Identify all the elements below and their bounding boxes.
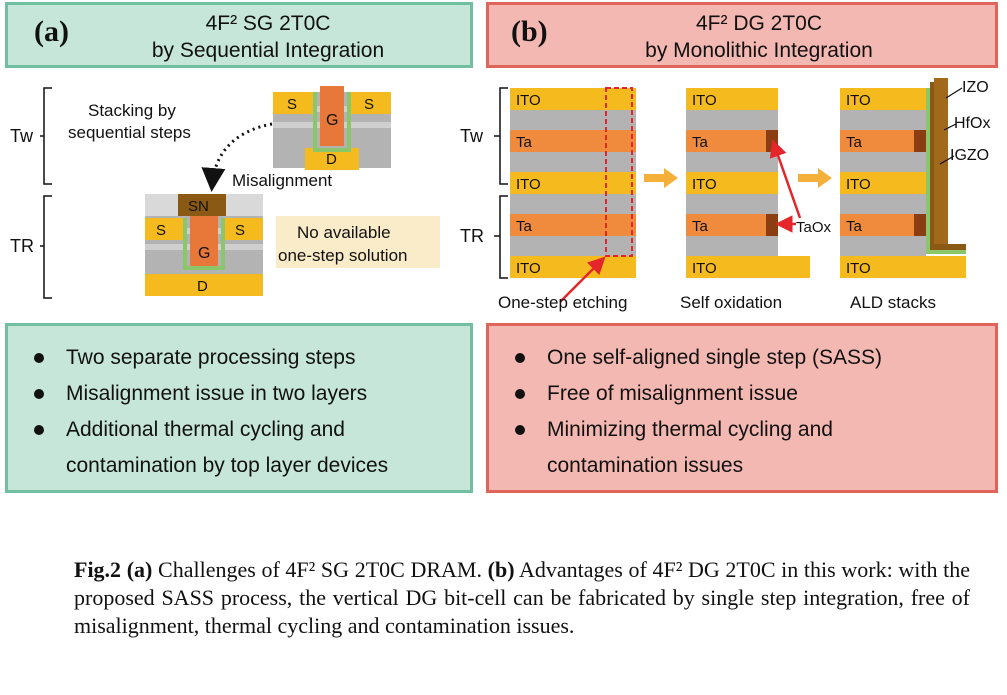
panel-a-bullet-3: Additional thermal cycling and (34, 412, 388, 448)
bullet-text: Two separate processing steps (66, 346, 356, 369)
stack-ald: ITO Ta ITO Ta ITO IZO HfOx IGZO (840, 78, 990, 278)
top-g: G (326, 112, 338, 129)
panel-b-label: (b) (511, 15, 548, 48)
panel-b-bullet-list: One self-aligned single step (SASS) Free… (515, 340, 882, 484)
bullet-text: One self-aligned single step (SASS) (547, 346, 883, 369)
process-diagram: Tw TR Stacking by sequential steps S S G… (10, 78, 990, 312)
panel-a-title: 4F² SG 2T0C by Sequential Integration (98, 10, 438, 64)
caption-text-b: Advantages of 4F² DG 2T0C in this work: … (74, 557, 970, 638)
no-solution-note (276, 216, 440, 268)
s3-ta-2: Ta (846, 218, 863, 235)
stack-one-step-etching: ITO Ta ITO Ta ITO (510, 87, 636, 303)
panel-b-title-line1: 4F² DG 2T0C (695, 12, 823, 35)
top-s-right: S (364, 96, 374, 113)
s1-ito-1: ITO (516, 92, 541, 109)
caption-text-a: Challenges of 4F² SG 2T0C DRAM. (152, 557, 488, 582)
bullet-dot (515, 425, 525, 435)
panel-b-bullet-1: One self-aligned single step (SASS) (515, 340, 882, 376)
caption-b-label: (b) (487, 557, 515, 582)
panel-a-bullet-2: Misalignment issue in two layers (34, 376, 388, 412)
bottom-sn: SN (188, 198, 209, 215)
figure-caption: Fig.2 (a) Challenges of 4F² SG 2T0C DRAM… (74, 556, 970, 640)
top-device: S S G D (273, 86, 391, 170)
s3-ito-3: ITO (846, 260, 871, 277)
s2-ito-2: ITO (692, 176, 717, 193)
panel-a-bullet-1: Two separate processing steps (34, 340, 388, 376)
s3-ito-1: ITO (846, 92, 871, 109)
bullet-dot (515, 353, 525, 363)
tr-bracket-b (494, 195, 508, 279)
s2-ito-3: ITO (692, 260, 717, 277)
s2-ta-1: Ta (692, 134, 709, 151)
step-arrow-1 (644, 168, 678, 188)
s1-ito-2: ITO (516, 176, 541, 193)
bottom-s-right: S (235, 222, 245, 239)
tw-bracket-b (494, 87, 508, 185)
tr-bracket-a (40, 195, 52, 299)
bullet-dot (34, 425, 44, 435)
bottom-g: G (198, 245, 210, 262)
bullet-text: Free of misalignment issue (547, 382, 798, 405)
panel-a-title-line2: by Sequential Integration (151, 39, 385, 62)
panel-b-bullet-3: Minimizing thermal cycling and (515, 412, 882, 448)
s1-ito-3: ITO (516, 260, 541, 277)
bullet-dot (34, 353, 44, 363)
caption-fig-label: Fig.2 (74, 557, 122, 582)
bullet-dot (34, 389, 44, 399)
taox-label: TaOx (796, 219, 832, 236)
bullet-dot (515, 389, 525, 399)
panel-a-title-line1: 4F² SG 2T0C (205, 12, 331, 35)
igzo-label: IGZO (950, 147, 989, 164)
s1-ta-1: Ta (516, 134, 533, 151)
bottom-s-left: S (156, 222, 166, 239)
s3-ta-1: Ta (846, 134, 863, 151)
step3-label: ALD stacks (850, 293, 936, 312)
s3-ito-2: ITO (846, 176, 871, 193)
panel-a-bullet-3-cont: contamination by top layer devices (34, 448, 388, 484)
bullet-text: contamination by top layer devices (66, 454, 389, 477)
panel-b-header: (b) 4F² DG 2T0C by Monolithic Integratio… (486, 2, 998, 68)
panel-a-header: (a) 4F² SG 2T0C by Sequential Integratio… (5, 2, 473, 68)
panel-a-label: (a) (34, 15, 69, 48)
step2-label: Self oxidation (680, 293, 782, 312)
top-d: D (326, 151, 337, 168)
panel-a-bullets: Two separate processing steps Misalignme… (5, 323, 473, 493)
panel-b-title: 4F² DG 2T0C by Monolithic Integration (589, 10, 929, 64)
step-arrow-2 (798, 168, 832, 188)
bullet-text: Additional thermal cycling and (66, 418, 345, 441)
bullet-text: contamination issues (547, 454, 744, 477)
tw-label-b: Tw (460, 126, 484, 146)
misalignment-text: Misalignment (232, 171, 332, 190)
step1-label: One-step etching (498, 293, 627, 312)
tr-label-a: TR (10, 236, 34, 256)
s1-ta-2: Ta (516, 218, 533, 235)
tw-bracket-a (40, 87, 52, 185)
izo-label: IZO (962, 79, 989, 96)
stacking-text-2: sequential steps (68, 123, 191, 142)
panel-a-bullet-list: Two separate processing steps Misalignme… (34, 340, 388, 484)
s2-ta-2: Ta (692, 218, 709, 235)
tw-label-a: Tw (10, 126, 34, 146)
tr-label-b: TR (460, 226, 484, 246)
panel-b-bullet-3-cont: contamination issues (515, 448, 882, 484)
panel-b-bullet-2: Free of misalignment issue (515, 376, 882, 412)
bottom-d: D (197, 278, 208, 295)
bullet-text: Misalignment issue in two layers (66, 382, 368, 405)
hfox-label: HfOx (954, 115, 990, 132)
no-solution-line1: No available (297, 223, 391, 242)
stacking-text-1: Stacking by (88, 101, 176, 120)
caption-a-label: (a) (126, 557, 153, 582)
s2-ito-1: ITO (692, 92, 717, 109)
bullet-text: Minimizing thermal cycling and (547, 418, 833, 441)
stack-self-oxidation: ITO Ta ITO Ta ITO TaOx (686, 88, 832, 278)
panel-b-title-line2: by Monolithic Integration (645, 39, 873, 62)
bottom-device: SN S S G D (145, 194, 263, 296)
no-solution-line2: one-step solution (278, 246, 407, 265)
top-s-left: S (287, 96, 297, 113)
panel-b-bullets: One self-aligned single step (SASS) Free… (486, 323, 998, 493)
